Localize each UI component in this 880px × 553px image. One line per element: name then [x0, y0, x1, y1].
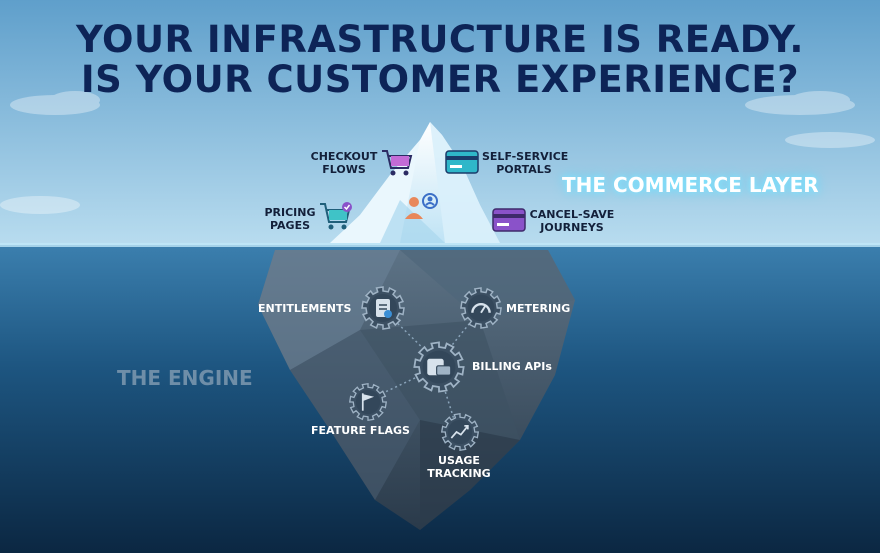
gear-clipboard-icon — [361, 286, 405, 330]
commerce-layer-title: THE COMMERCE LAYER — [562, 173, 819, 197]
iceberg-tip — [330, 122, 500, 243]
pricing-pages-label: PRICING PAGES — [264, 206, 316, 232]
users-icon — [405, 193, 438, 219]
credit-card-icon — [445, 150, 479, 174]
cancel-save-card-icon — [492, 208, 526, 232]
usage-tracking-label: USAGE TRACKING — [427, 454, 491, 480]
iceberg-underwater — [258, 250, 575, 530]
metering-label: METERING — [506, 302, 571, 315]
gear-billing-icon — [413, 341, 465, 393]
checkout-flows-label: CHECKOUT FLOWS — [310, 150, 378, 176]
headline-line-1: YOUR INFRASTRUCTURE IS READY. — [76, 18, 804, 61]
shopping-cart-icon — [382, 150, 413, 176]
engine-layer-title: THE ENGINE — [117, 366, 253, 390]
billing-apis-label: BILLING APIs — [472, 360, 552, 373]
clouds — [0, 91, 875, 214]
headline-line-2: IS YOUR CUSTOMER EXPERIENCE? — [80, 58, 800, 101]
self-service-portals-label: SELF-SERVICE PORTALS — [482, 150, 569, 176]
shopping-cart-check-icon — [320, 202, 352, 230]
entitlements-label: ENTITLEMENTS — [258, 302, 352, 315]
feature-flags-label: FEATURE FLAGS — [311, 424, 410, 437]
waterline — [0, 243, 880, 247]
gear-chart-icon — [440, 412, 480, 452]
gear-flag-icon — [348, 382, 388, 422]
gear-gauge-icon — [460, 287, 502, 329]
cancel-save-journeys-label: CANCEL-SAVE JOURNEYS — [529, 208, 615, 234]
